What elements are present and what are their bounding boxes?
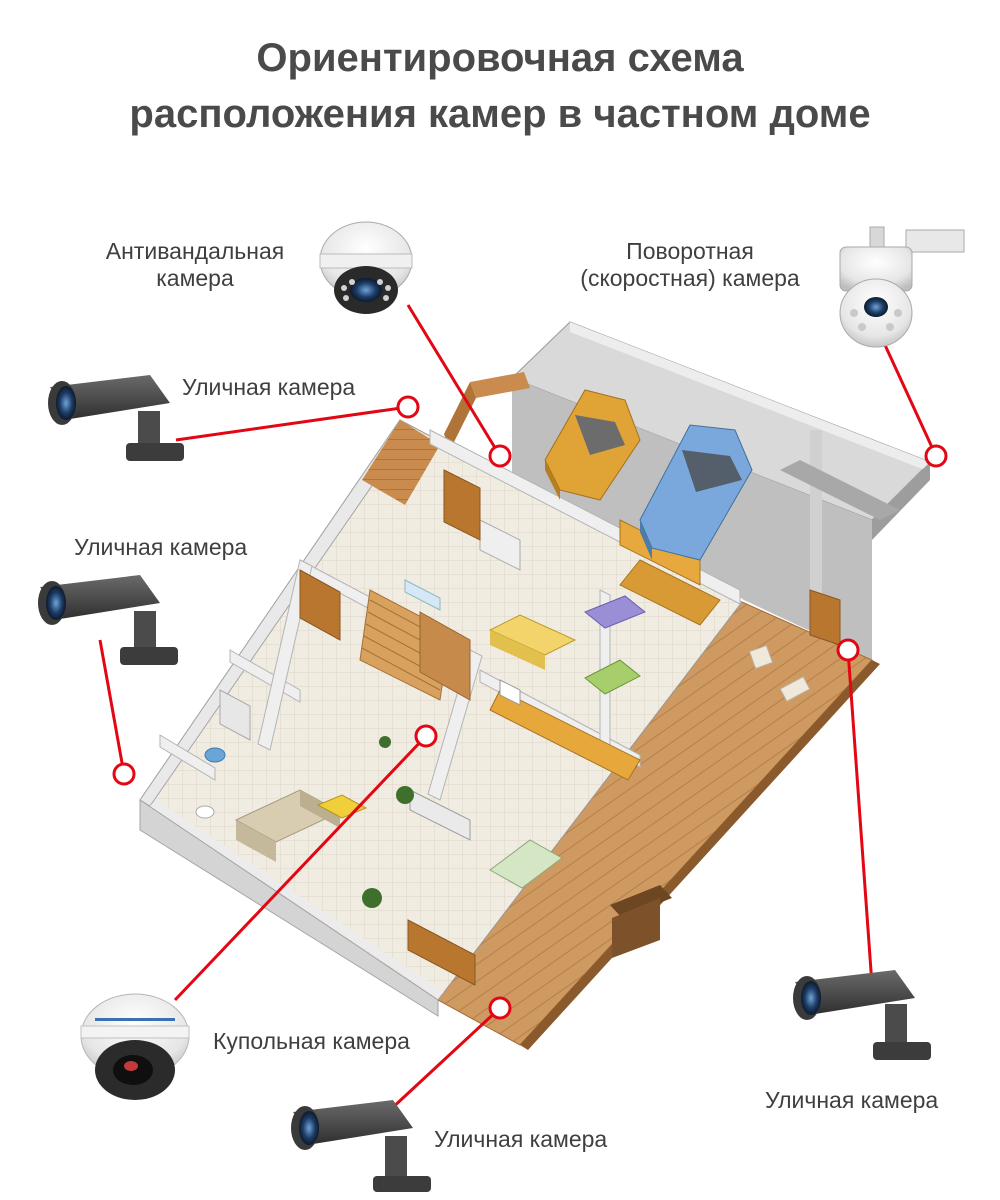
label-street-camera-right: Уличная камера xyxy=(765,1087,939,1113)
bullet-camera-icon xyxy=(291,1100,431,1192)
label-street-camera-left: Уличная камера xyxy=(74,534,248,560)
dome-camera-icon xyxy=(319,221,413,314)
car-yellow xyxy=(544,389,641,501)
page-title-line1: Ориентировочная схема xyxy=(256,36,744,80)
bullet-camera-icon xyxy=(793,970,931,1060)
connector-point-dome xyxy=(414,724,438,748)
connector-point-ptz xyxy=(924,444,948,468)
label-street-camera-bottom: Уличная камера xyxy=(434,1126,608,1152)
label-antivandal-camera: Антивандальная камера xyxy=(105,238,285,291)
connector-point-antivandal xyxy=(488,444,512,468)
bullet-camera-icon xyxy=(48,375,184,461)
ptz-camera-icon xyxy=(839,226,965,348)
connector-point-street-right xyxy=(836,638,860,662)
label-street-camera-top: Уличная камера xyxy=(182,374,356,400)
sofa xyxy=(234,789,342,862)
connector-point-street-bottom xyxy=(488,996,512,1020)
connector-lines xyxy=(98,304,938,1112)
house xyxy=(139,321,931,1050)
label-dome-camera: Купольная камера xyxy=(213,1028,410,1054)
bullet-camera-icon xyxy=(38,575,178,665)
label-ptz-camera: Поворотная (скоростная) камера xyxy=(580,238,800,291)
page-title-line2: расположения камер в частном доме xyxy=(129,92,871,136)
connector-point-street-top xyxy=(396,395,420,419)
connector-point-street-left xyxy=(112,762,136,786)
dome-camera-icon xyxy=(80,993,190,1100)
connector-points xyxy=(112,395,948,1020)
car-blue xyxy=(639,424,753,561)
staircase xyxy=(359,589,471,701)
